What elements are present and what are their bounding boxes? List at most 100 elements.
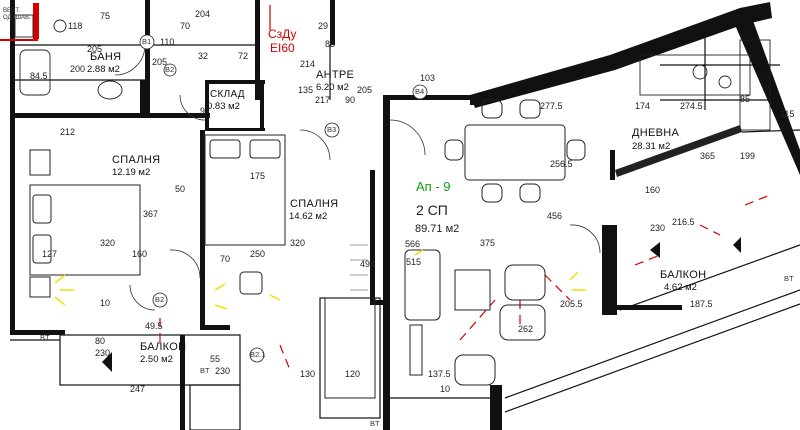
section-markers [102,237,741,372]
dimension-label: 216.5 [672,217,695,227]
dimension-label: 175 [250,171,266,181]
dimension-label: 135 [298,85,314,95]
balcony-wall [615,125,742,177]
apartment-type: 2 СП [416,202,448,218]
vent-note-2: ОДУШАВ. [3,15,31,21]
dimension-label: 103 [420,73,436,83]
kitchen [639,39,771,131]
room-area-balkon-1: 2.50 м2 [140,354,173,365]
dimension-label: 256.5 [550,159,573,169]
dimension-label: 250 [250,249,266,259]
dimension-label: 262 [518,324,534,334]
vent-note-1: ВЕНТ. [3,8,21,14]
dimension-label: 10 [100,298,111,308]
door-tag: B3 [327,125,337,134]
dimension-label: 456 [547,211,563,221]
dimension-label: 80 [95,336,106,346]
corner-wall [735,18,800,175]
dimension-label: 83 [325,39,336,49]
dimension-label: 247 [130,384,146,394]
dimension-label: 10 [440,384,451,394]
walls [10,0,682,430]
fire-door-code: СзДу [268,27,297,41]
door-tag-circles [139,34,428,363]
room-area-balkon-2: 4.62 м2 [664,282,697,293]
dimension-label: 365 [700,151,716,161]
dimension-label: 200 [70,64,86,74]
dimension-label: 72 [238,51,249,61]
bathroom-fixtures [14,14,123,100]
dimension-label: 205 [152,57,168,67]
room-area-antre: 6.20 м2 [316,82,349,93]
dimension-label: 277.5 [540,101,563,111]
room-name-balkon-1: БАЛКОН [140,341,187,353]
dimension-label: 174 [635,101,651,111]
dimension-label: 187.5 [690,299,713,309]
dimension-label: 110 [160,37,175,47]
dimension-label: 274.5 [680,101,703,111]
lounge [404,249,546,386]
dining-set [444,99,586,203]
dimension-label: 205 [357,85,373,95]
dimension-label: 320 [100,238,116,248]
bt-marker: BT [370,419,380,428]
dimension-label: 137.5 [428,369,451,379]
door-tag: B2 [165,65,175,74]
dimension-label: 494 [360,259,376,269]
dimension-label: 160 [645,185,661,195]
dimension-label: 199 [740,151,756,161]
dimension-label: 205.5 [560,299,583,309]
dimension-label: 367 [143,209,159,219]
dimension-label: 90 [345,95,356,105]
room-area-banya: 2.88 м2 [87,64,120,75]
dimension-label: 120 [345,369,361,379]
dimension-label: 130 [300,369,316,379]
dimension-label: 70 [180,21,191,31]
dimension-label: 55 [210,354,221,364]
dimension-label: 127 [42,249,58,259]
dimension-label: 230 [650,223,666,233]
dimension-label: 84.5 [30,71,48,81]
dimension-label: 97 [200,106,211,116]
dimension-label: 515 [406,257,422,267]
door-tag: B2 [155,295,165,304]
light-fixtures [54,249,586,310]
apartment-id: Ап - 9 [416,179,451,194]
dimension-label: 230 [215,366,231,376]
dimension-label: 75 [100,11,111,21]
door-tag: B1 [142,37,152,46]
room-name-antre: АНТРЕ [316,69,355,81]
bt-marker: BT [200,366,210,375]
dimension-label: 70 [220,254,231,264]
dimension-label: 32 [198,51,209,61]
room-area-dnevna: 28.31 м2 [632,141,671,152]
door-tag: B4 [415,87,425,96]
door-tag: B2.1 [250,350,266,359]
dimension-label: 217 [315,95,331,105]
dimension-label: 205 [87,44,103,54]
dimension-label: 320 [290,238,306,248]
dimension-label: 115 [780,109,795,119]
room-name-sklad: СКЛАД [210,89,245,100]
room-name-spalnya-2: СПАЛНЯ [290,198,339,210]
dimension-label: 375 [480,238,496,248]
fire-wall-marker [33,3,39,39]
dimension-label: 49.5 [145,321,163,331]
dimension-label: 85 [740,94,751,104]
room-name-banya: БАНЯ [90,51,122,63]
bed-left [29,149,141,298]
dimension-label: 214 [300,59,316,69]
dimension-label: 230 [95,348,111,358]
dimension-label: 118 [68,21,83,31]
dimension-label: 566 [405,239,421,249]
room-area-spalnya-1: 12.19 м2 [112,167,151,178]
room-area-spalnya-2: 14.62 м2 [289,211,328,222]
door-arcs [114,44,601,311]
bed-right [204,134,376,399]
bt-marker: BT [40,333,50,342]
dimension-label: 212 [60,127,76,137]
thin-lines [10,30,800,430]
room-name-spalnya-1: СПАЛНЯ [112,154,161,166]
